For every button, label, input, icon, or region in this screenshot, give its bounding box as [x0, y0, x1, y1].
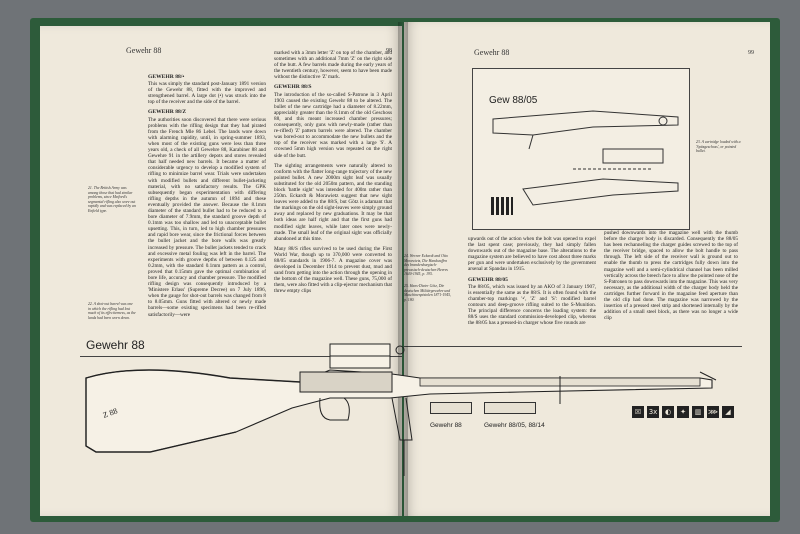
- gew-88-05-drawing: [492, 110, 679, 206]
- magnification-icon: 3x: [647, 406, 659, 418]
- cartridge-clip-icon: [491, 197, 513, 215]
- paragraph: pushed downwards into the magazine well …: [604, 230, 738, 322]
- section-heading: GEWEHR 88/S: [274, 84, 312, 91]
- left-column-2: marked with a 3mm letter 'Z' on top of t…: [274, 50, 392, 362]
- left-column-1: GEWEHR 88/• This was simply the standard…: [148, 74, 266, 364]
- running-head-right: Gewehr 88: [474, 48, 510, 57]
- paragraph: The 88/05, which was issued by an AKO of…: [468, 283, 596, 327]
- running-head-left: Gewehr 88: [126, 46, 162, 55]
- paragraph: This was simply the standard post-Januar…: [148, 81, 266, 106]
- detail-caption-1: Gewehr 88: [430, 422, 462, 429]
- detail-illustration-2: [484, 402, 536, 414]
- triangle-icon: ◢: [722, 406, 734, 418]
- footnote-23: 23. A cartridge loaded with a 'Spitzgesc…: [696, 140, 741, 154]
- right-column-1: upwards out of the action when the bolt …: [468, 236, 596, 356]
- detail-illustration-1: [430, 402, 472, 414]
- footnote-22: 22. A shot-out barrel was one in which t…: [88, 302, 136, 320]
- spread-title: Gewehr 88: [86, 338, 145, 352]
- right-page: Gewehr 88 99 Gew 88/05 23. A cartridge l…: [404, 22, 770, 516]
- paragraph: The introduction of the so-called S-Patr…: [274, 91, 392, 159]
- section-divider: [80, 356, 402, 357]
- chevrons-icon: ⋙: [707, 406, 719, 418]
- paragraph: The authorities soon discovered that the…: [148, 116, 266, 318]
- grid-icon: ▥: [692, 406, 704, 418]
- page-number-left: 98: [386, 48, 392, 54]
- illustration-box: Gew 88/05: [472, 68, 690, 230]
- paragraph: upwards out of the action when the bolt …: [468, 236, 596, 273]
- half-circle-icon: ◐: [662, 406, 674, 418]
- book-gutter: [398, 22, 408, 516]
- right-column-2: pushed downwards into the magazine well …: [604, 230, 738, 356]
- paragraph: Many 88/S rifles survived to be used dur…: [274, 245, 392, 295]
- footnote-25: 25. Hans-Dieter Götz, Die deutschen Mili…: [404, 284, 452, 302]
- section-divider: [404, 346, 742, 347]
- box-title: Gew 88/05: [489, 95, 538, 106]
- page-number-right: 99: [748, 50, 754, 56]
- icon-row: ☒ 3x ◐ ✦ ▥ ⋙ ◢: [632, 406, 742, 420]
- footnote-24: 24. Werner Eckardt and Otto Morawietz, D…: [404, 254, 448, 277]
- section-heading: GEWEHR 88/•: [148, 74, 185, 80]
- star-icon: ✦: [677, 406, 689, 418]
- paragraph: The sighting arrangements were naturally…: [274, 162, 392, 242]
- cross-icon: ☒: [632, 406, 644, 418]
- section-heading: GEWEHR 88/Z: [148, 109, 187, 116]
- section-heading: GEWEHR 88/05: [468, 276, 508, 283]
- footnote-21: 21. The British Army was among those tha…: [88, 186, 136, 213]
- detail-caption-2: Gewehr 88/05, 88/14: [484, 422, 545, 429]
- left-page: Gewehr 88 98 GEWEHR 88/• This was simply…: [40, 26, 402, 516]
- paragraph: marked with a 3mm letter 'Z' on top of t…: [274, 50, 392, 81]
